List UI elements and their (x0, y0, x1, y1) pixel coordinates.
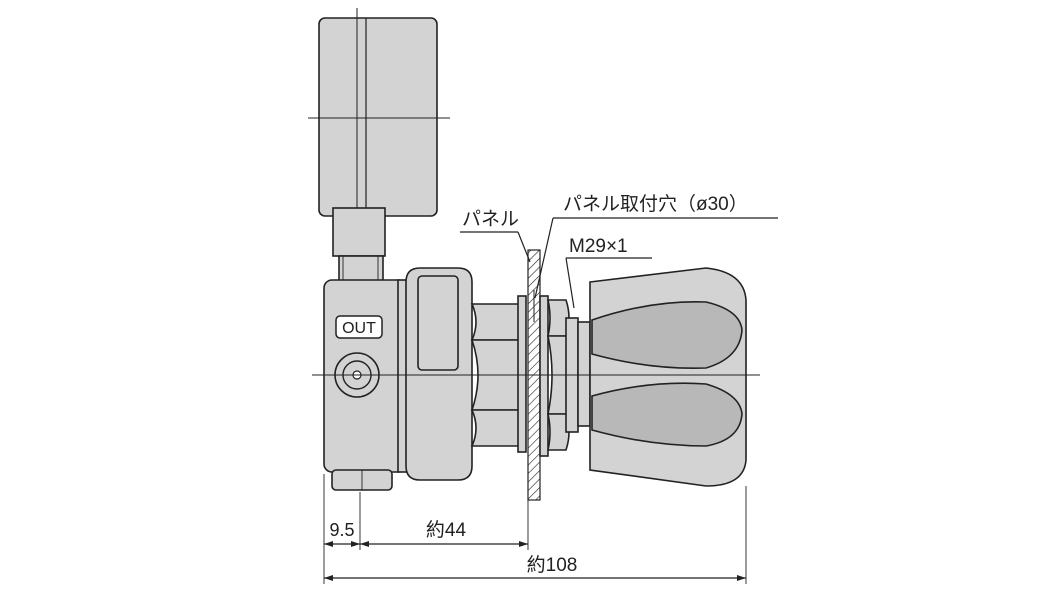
extension-lines (323, 474, 747, 584)
panel-callout: パネル (460, 209, 531, 263)
pressure-gauge (308, 8, 450, 272)
panel-label: パネル (462, 209, 519, 230)
dimension-44: 約44 (360, 519, 528, 547)
dimension-9-5: 9.5 (324, 520, 360, 547)
thread-label: M29×1 (569, 236, 628, 257)
gauge-stem (332, 207, 386, 283)
out-port-badge: OUT (335, 315, 383, 339)
dimension-9-5-text: 9.5 (329, 520, 354, 540)
panel-hole-callout: パネル取付穴（ø30） (534, 193, 778, 299)
out-label: OUT (342, 320, 376, 337)
handle-knob (589, 267, 747, 487)
thread-callout: M29×1 (565, 236, 652, 309)
bonnet-hex-nut (470, 295, 527, 453)
panel-hole-label: パネル取付穴（ø30） (563, 193, 748, 215)
dimension-108: 約108 (324, 554, 746, 581)
panel-nut (539, 295, 591, 457)
dimension-44-text: 約44 (426, 519, 467, 541)
bonnet (405, 267, 473, 481)
dimension-108-text: 約108 (527, 554, 578, 576)
